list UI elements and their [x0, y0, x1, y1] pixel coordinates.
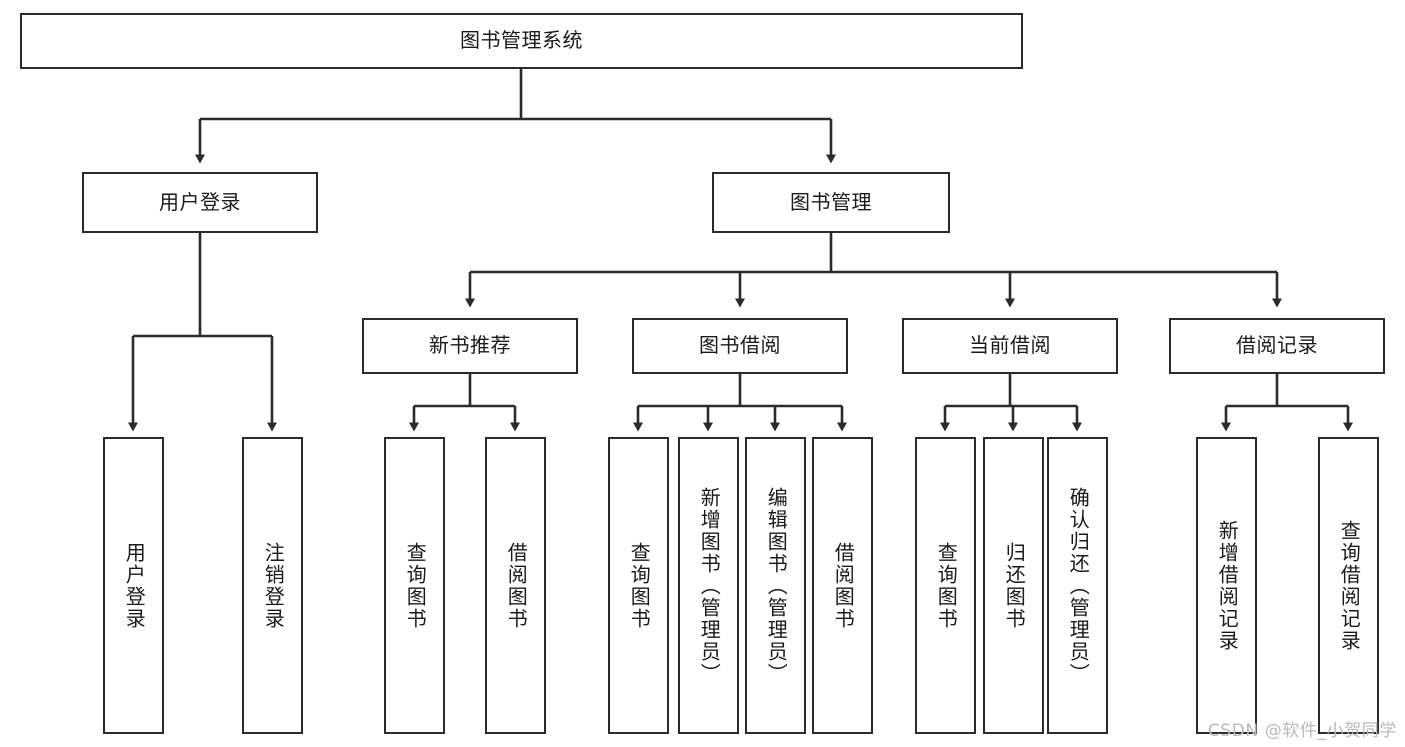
node-label: 确认归还（管理员） [1066, 486, 1091, 685]
node-label: 当前借阅 [969, 333, 1051, 358]
node-book-management[interactable]: 图书管理 [712, 172, 950, 233]
leaf-book-borrow-add-book-admin[interactable]: 新增图书（管理员） [678, 437, 739, 734]
node-label: 新增图书（管理员） [697, 486, 722, 685]
leaf-current-borrow-return-book[interactable]: 归还图书 [983, 437, 1044, 734]
node-label: 查询借阅记录 [1337, 519, 1362, 652]
node-label: 编辑图书（管理员） [764, 486, 789, 685]
leaf-user-login-login[interactable]: 用户登录 [103, 437, 164, 734]
node-label: 借阅记录 [1236, 333, 1318, 358]
node-borrow-record[interactable]: 借阅记录 [1169, 318, 1385, 374]
leaf-borrow-record-add-record[interactable]: 新增借阅记录 [1196, 437, 1257, 734]
node-label: 新书推荐 [429, 333, 511, 358]
node-label: 图书借阅 [699, 333, 781, 358]
leaf-current-borrow-confirm-return-admin[interactable]: 确认归还（管理员） [1047, 437, 1108, 734]
node-label: 查询图书 [627, 541, 652, 630]
node-label: 归还图书 [1002, 541, 1027, 630]
leaf-new-book-borrow-book[interactable]: 借阅图书 [485, 437, 546, 734]
leaf-current-borrow-query-book[interactable]: 查询图书 [915, 437, 976, 734]
node-label: 查询图书 [934, 541, 959, 630]
leaf-book-borrow-borrow-book[interactable]: 借阅图书 [812, 437, 873, 734]
node-label: 新增借阅记录 [1215, 519, 1240, 652]
leaf-book-borrow-query-book[interactable]: 查询图书 [608, 437, 669, 734]
node-label: 借阅图书 [504, 541, 529, 630]
node-new-book-recommend[interactable]: 新书推荐 [362, 318, 578, 374]
leaf-user-login-logout[interactable]: 注销登录 [242, 437, 303, 734]
node-label: 图书管理系统 [460, 28, 583, 53]
node-root-library-management-system[interactable]: 图书管理系统 [20, 13, 1023, 69]
node-label: 图书管理 [790, 189, 872, 214]
node-label: 注销登录 [261, 541, 286, 630]
leaf-new-book-query-book[interactable]: 查询图书 [384, 437, 445, 734]
node-label: 查询图书 [403, 541, 428, 630]
leaf-book-borrow-edit-book-admin[interactable]: 编辑图书（管理员） [745, 437, 806, 734]
node-label: 借阅图书 [831, 541, 856, 630]
node-label: 用户登录 [159, 189, 241, 214]
leaf-borrow-record-query-record[interactable]: 查询借阅记录 [1318, 437, 1379, 734]
node-book-borrow[interactable]: 图书借阅 [632, 318, 848, 374]
node-current-borrow[interactable]: 当前借阅 [902, 318, 1118, 374]
node-user-login[interactable]: 用户登录 [82, 172, 318, 233]
node-label: 用户登录 [122, 541, 147, 630]
